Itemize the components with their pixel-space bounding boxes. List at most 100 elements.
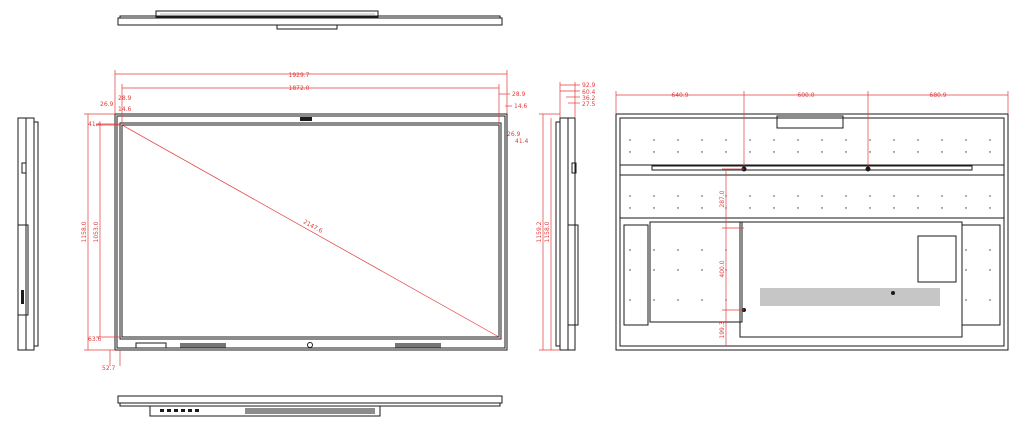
- top-view-bracket: [155, 10, 379, 18]
- right-side-rear: [555, 121, 561, 347]
- screw-dot: [629, 139, 631, 141]
- front-speaker-right: [395, 343, 441, 348]
- screw-dot: [725, 151, 727, 153]
- rear-view: [615, 113, 1009, 351]
- dim-rear-seg-mid: 600.0: [797, 92, 814, 99]
- screw-dot: [917, 139, 919, 141]
- screw-dot: [989, 195, 991, 197]
- screw-dot: [653, 249, 655, 251]
- screw-dot: [749, 195, 751, 197]
- top-view-camera: [276, 24, 338, 30]
- dim-depth-a: 92.9: [582, 82, 596, 89]
- dim-active-height: 1053.0: [93, 221, 100, 242]
- screw-dot: [629, 269, 631, 271]
- front-screen: [119, 122, 502, 340]
- front-speaker-left: [180, 343, 226, 348]
- screw-dot: [653, 299, 655, 301]
- rear-left-panel: [623, 224, 649, 326]
- rear-screw-dots: [629, 139, 991, 301]
- rear-main-board: [739, 221, 963, 338]
- dim-right-mid: 14.6: [514, 103, 528, 110]
- dim-vesa-top: 287.0: [719, 190, 726, 207]
- bottom-port: [195, 409, 199, 412]
- dim-overall-height: 1158.0: [81, 221, 88, 242]
- front-inner-frame: [116, 115, 506, 349]
- dim-top-inner-a: 26.9: [100, 101, 114, 108]
- screw-dot: [653, 269, 655, 271]
- dim-vesa-mid: 400.0: [719, 260, 726, 277]
- front-outer-frame: [114, 113, 508, 351]
- screw-dot: [773, 195, 775, 197]
- front-camera: [300, 117, 312, 121]
- rear-camera-housing: [776, 115, 844, 129]
- screw-dot: [701, 207, 703, 209]
- front-power-button: [307, 342, 313, 348]
- screw-dot: [965, 207, 967, 209]
- screw-dot: [749, 151, 751, 153]
- screw-dot: [797, 207, 799, 209]
- screw-dot: [869, 151, 871, 153]
- screw-dot: [677, 269, 679, 271]
- dim-vesa-bottom: 199.3: [719, 321, 726, 338]
- front-buttons: [135, 342, 167, 349]
- screw-dot: [845, 207, 847, 209]
- bottom-port: [181, 409, 185, 412]
- dim-right-inner: 26.9: [507, 131, 521, 138]
- screw-dot: [677, 249, 679, 251]
- screw-dot: [821, 139, 823, 141]
- screw-dot: [773, 151, 775, 153]
- rear-vesa-hole-4: [891, 291, 895, 295]
- screw-dot: [845, 139, 847, 141]
- screw-dot: [749, 207, 751, 209]
- rear-dimensions: 640.9 600.0 680.9 287.0 400.0 199.3: [615, 91, 1009, 346]
- dim-active-width: 1872.0: [289, 85, 310, 92]
- bottom-port: [167, 409, 171, 412]
- side-dimensions: 92.9 60.4 36.2 27.5 1159.2 1158.0: [536, 82, 596, 351]
- top-view: [117, 10, 503, 30]
- screw-dot: [701, 139, 703, 141]
- bottom-view-body: [117, 395, 503, 404]
- dim-depth-b: 60.4: [582, 89, 596, 96]
- screw-dot: [629, 195, 631, 197]
- screw-dot: [821, 195, 823, 197]
- right-side-ports: [567, 224, 579, 326]
- screw-dot: [701, 249, 703, 251]
- screw-dot: [725, 139, 727, 141]
- dim-rear-seg-left: 640.9: [671, 92, 688, 99]
- rear-outer-frame: [615, 113, 1009, 351]
- screw-dot: [917, 195, 919, 197]
- screw-dot: [677, 139, 679, 141]
- bottom-port: [188, 409, 192, 412]
- left-side-ports: [17, 224, 29, 316]
- front-screen-inner: [121, 124, 500, 338]
- front-dimensions: 1929.7 1872.0 2147.6 1158.0 1053.0 28.9 …: [81, 70, 529, 372]
- screw-dot: [941, 195, 943, 197]
- screw-dot: [869, 195, 871, 197]
- screw-dot: [629, 249, 631, 251]
- top-view-edge: [119, 15, 501, 19]
- screw-dot: [989, 249, 991, 251]
- left-side-view: [17, 117, 39, 351]
- screw-dot: [629, 207, 631, 209]
- screw-dot: [773, 139, 775, 141]
- screw-dot: [749, 139, 751, 141]
- screw-dot: [893, 151, 895, 153]
- rear-vent: [760, 288, 940, 306]
- screw-dot: [701, 195, 703, 197]
- screw-dot: [893, 195, 895, 197]
- screw-dot: [965, 299, 967, 301]
- screw-dot: [917, 207, 919, 209]
- screw-dot: [701, 151, 703, 153]
- dim-bottom-b: 52.7: [102, 365, 116, 372]
- screw-dot: [629, 151, 631, 153]
- screw-dot: [677, 299, 679, 301]
- screw-dot: [845, 151, 847, 153]
- screw-dot: [653, 207, 655, 209]
- screw-dot: [965, 151, 967, 153]
- dim-overall-width: 1929.7: [289, 72, 310, 79]
- dim-depth-d: 27.5: [582, 101, 596, 108]
- screw-dot: [893, 139, 895, 141]
- front-view: [114, 113, 508, 351]
- screw-dot: [653, 151, 655, 153]
- dim-height-a: 1159.2: [536, 221, 543, 242]
